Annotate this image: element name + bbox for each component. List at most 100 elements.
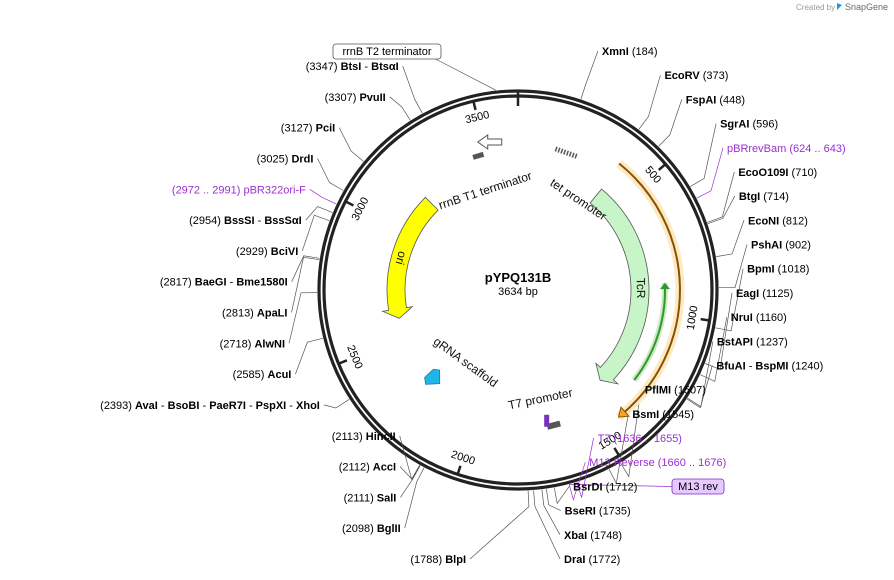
tick-label: 3500 (464, 109, 491, 126)
site-label-pvuii[interactable]: (3307) PvuII (325, 92, 386, 104)
rrnb-t2-box-text[interactable]: rrnB T2 terminator (342, 46, 431, 58)
m13rev-box-text[interactable]: M13 rev (678, 481, 718, 493)
label-part: PaeR7I (209, 400, 246, 412)
tcr-label: TcR (634, 278, 648, 299)
site-label-blpi[interactable]: (1788) BlpI (410, 554, 466, 566)
site-label-bpmi[interactable]: BpmI (1018) (747, 264, 809, 276)
rrnb-t2-arrow[interactable] (476, 134, 503, 150)
label-part: BglII (377, 523, 401, 535)
leader-line (291, 256, 320, 313)
rrnb-t1-label: rrnB T1 terminator (437, 169, 534, 213)
label-part: EagI (736, 288, 759, 300)
site-label-acci[interactable]: (2112) AccI (339, 462, 396, 474)
leader-line (638, 75, 661, 130)
leader-line (686, 365, 713, 409)
site-label-fspai[interactable]: FspAI (448) (686, 94, 745, 106)
tick-label: 2500 (344, 344, 364, 371)
leader-line (690, 123, 717, 187)
leader-line (400, 465, 421, 498)
site-label-m13rev[interactable]: M13 Reverse (1660 .. 1676) (589, 457, 726, 469)
site-label-btgi[interactable]: BtgI (714) (739, 191, 789, 203)
label-part: DrdI (291, 153, 313, 165)
site-label-alwni[interactable]: (2718) AlwNI (220, 338, 285, 350)
t7-promoter-arrow[interactable] (546, 420, 561, 430)
site-label-xmni[interactable]: XmnI (184) (602, 46, 658, 58)
site-label-apali[interactable]: (2813) ApaLI (222, 308, 287, 320)
site-label-bsrdi[interactable]: BsrDI (1712) (573, 481, 637, 493)
tick-mark (700, 317, 709, 322)
site-label-bsmi[interactable]: BsmI (1545) (632, 409, 694, 421)
leader-line (323, 399, 350, 409)
leader-line (718, 244, 748, 289)
label-part: (2954) (189, 215, 224, 227)
tick-label: 1000 (685, 305, 701, 331)
label-part: (1660 .. 1676) (655, 457, 727, 469)
site-label-avai[interactable]: (2393) AvaI - BsoBI - PaeR7I - PspXI - X… (100, 400, 320, 412)
leader-line (658, 99, 683, 147)
site-label-bstapi[interactable]: BstAPI (1237) (717, 336, 788, 348)
leader-line (568, 462, 586, 502)
label-part: - (246, 400, 256, 412)
site-label-sgrai[interactable]: SgrAI (596) (720, 119, 778, 131)
site-label-pbrrevbam[interactable]: pBRrevBam (624 .. 643) (727, 143, 846, 155)
site-label-sali[interactable]: (2111) SalI (344, 492, 397, 504)
label-part: XmnI (602, 46, 629, 58)
site-label-bcivi[interactable]: (2929) BciVI (236, 246, 298, 258)
site-label-ecorv[interactable]: EcoRV (373) (664, 70, 728, 82)
label-part: (1545) (659, 409, 694, 421)
label-part: (3307) (325, 92, 360, 104)
rrnb-t1-arrow[interactable] (472, 151, 485, 160)
tick-mark (339, 359, 348, 365)
site-label-bsssi[interactable]: (2954) BssSI - BssSαI (189, 215, 302, 227)
site-label-btsi[interactable]: (3347) BtsI - BtsαI (306, 61, 399, 73)
grna-scaffold-arrow[interactable] (424, 368, 441, 385)
label-part: PvuII (359, 92, 385, 104)
label-part: (2813) (222, 308, 257, 320)
label-part: NruI (731, 312, 753, 324)
site-label-nrui[interactable]: NruI (1160) (731, 312, 787, 324)
tcr-feature-arrow[interactable] (589, 188, 650, 385)
site-label-baegi[interactable]: (2817) BaeGI - Bme1580I (160, 277, 288, 289)
site-label-acui[interactable]: (2585) AcuI (233, 369, 292, 381)
site-label-pbr322ori[interactable]: (2972 .. 2991) pBR322ori-F (172, 184, 306, 196)
site-label-pcii[interactable]: (3127) PciI (281, 123, 335, 135)
leader-line (288, 292, 318, 344)
site-label-bseri[interactable]: BseRI (1735) (565, 506, 631, 518)
label-part: PflMI (645, 385, 671, 397)
site-label-pflmi[interactable]: PflMI (1507) (645, 385, 706, 397)
tet-promoter-arrow[interactable] (554, 146, 578, 159)
label-part: (373) (700, 70, 729, 82)
label-part: BsrDI (573, 481, 602, 493)
label-part: EcoNI (748, 215, 779, 227)
leader-line (541, 489, 561, 535)
leader-line (399, 465, 421, 480)
label-part: EcoO109I (738, 167, 788, 179)
label-part: (2972 .. 2991) (172, 184, 244, 196)
label-part: BsoBI (168, 400, 200, 412)
site-label-eagi[interactable]: EagI (1125) (736, 288, 793, 300)
snapgene-logo-icon (837, 3, 842, 10)
site-label-hincii[interactable]: (2113) HincII (332, 431, 396, 443)
site-label-drdi[interactable]: (3025) DrdI (257, 153, 314, 165)
leader-line (389, 96, 411, 121)
ori-feature-arrow[interactable] (381, 196, 439, 319)
label-part: (1788) (410, 554, 445, 566)
label-part: DraI (564, 554, 585, 566)
site-label-ecoo109i[interactable]: EcoO109I (710) (738, 167, 817, 179)
site-label-bglii[interactable]: (2098) BglII (342, 523, 401, 535)
site-label-xbai[interactable]: XbaI (1748) (564, 530, 622, 542)
tick-label: 3000 (350, 195, 372, 222)
label-part: M13 Reverse (589, 457, 654, 469)
leader-line (707, 171, 735, 223)
site-label-econi[interactable]: EcoNI (812) (748, 215, 808, 227)
site-label-drai[interactable]: DraI (1772) (564, 554, 620, 566)
site-label-bfuai[interactable]: BfuAI - BspMI (1240) (716, 360, 823, 372)
snapgene-brand: SnapGene (845, 2, 888, 12)
site-label-pshai[interactable]: PshAI (902) (751, 240, 811, 252)
site-labels: XmnI (184) EcoRV (373) FspAI (448) SgrAI (5… (100, 43, 846, 566)
m13rev-box-frame (671, 478, 725, 495)
site-label-t7[interactable]: T7 (1636 .. 1655) (598, 433, 682, 445)
label-part: (1240) (788, 360, 823, 372)
label-part: - (158, 400, 168, 412)
